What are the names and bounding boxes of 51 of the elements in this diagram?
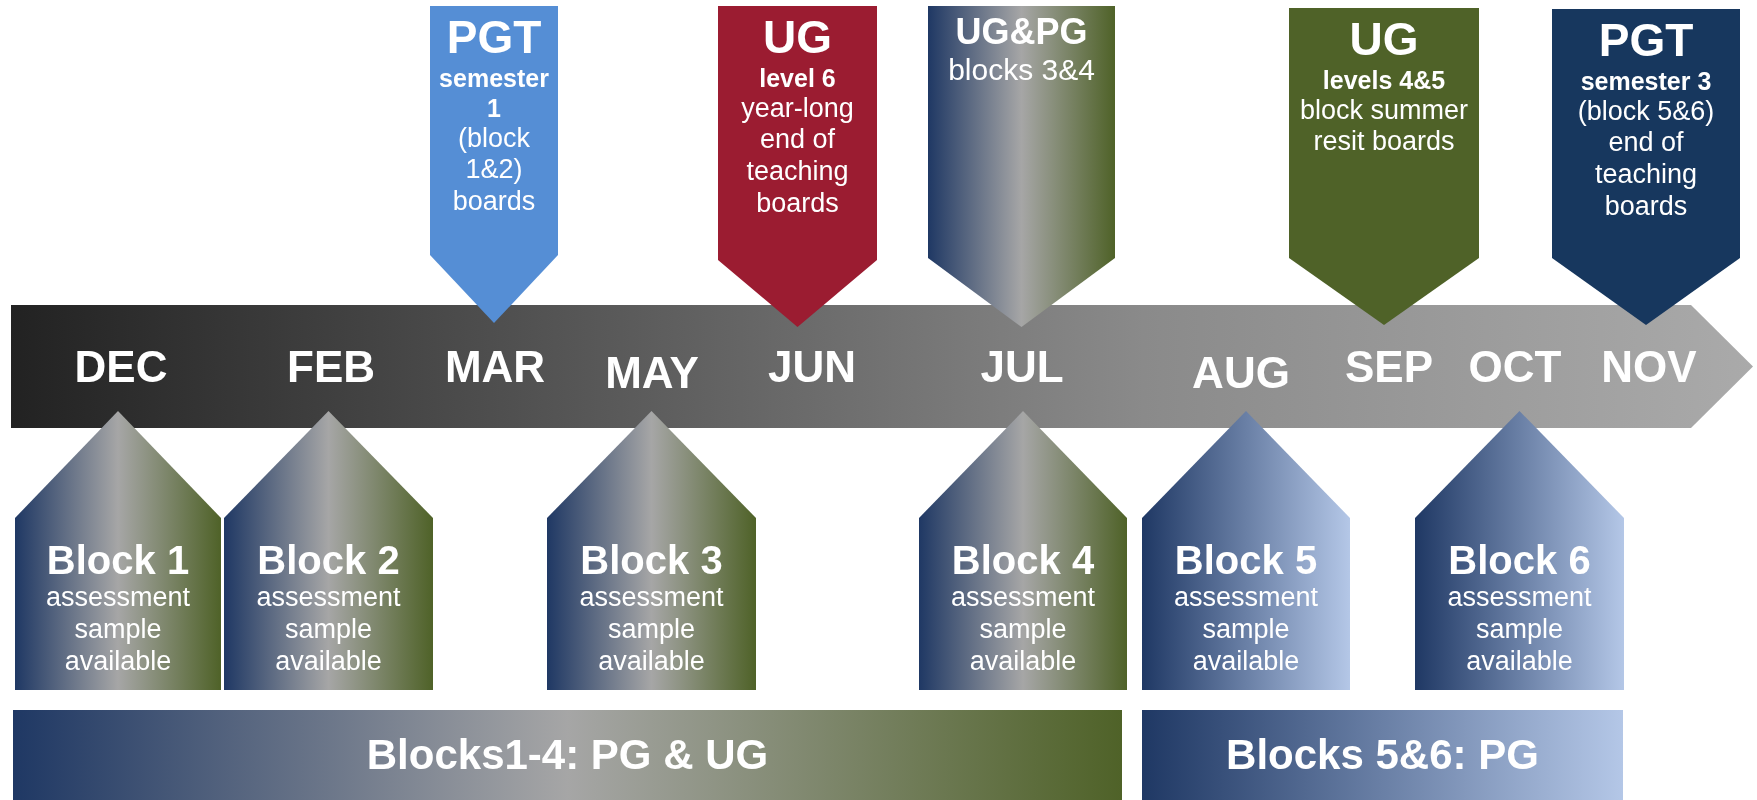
block-callout (224, 411, 433, 690)
callout-text: year-long end of teaching boards (740, 92, 855, 221)
callout-text: (block 1&2) boards (451, 122, 537, 219)
milestone-callout (928, 6, 1115, 327)
callout-heading: UG (763, 12, 832, 63)
block-callout (547, 411, 756, 690)
callout-heading: UG (1349, 14, 1419, 65)
callout-subheading: semester 3 (1580, 65, 1712, 96)
month-label: NOV (1601, 341, 1697, 392)
block-heading: Block 3 (580, 538, 723, 583)
period-bar (13, 710, 1122, 800)
block-heading: Block 2 (257, 538, 400, 583)
block-callout (919, 411, 1127, 690)
callout-heading: PGT (446, 12, 542, 63)
milestone-callout (718, 6, 877, 327)
month-label: FEB (287, 341, 375, 392)
callout-text: block summer resit boards (1298, 94, 1469, 159)
block-text: assessment sample available (578, 582, 725, 678)
month-label: SEP (1345, 341, 1433, 392)
block-heading: Block 5 (1174, 538, 1318, 583)
callout-text: blocks 3&4 (948, 51, 1095, 87)
milestone-callout (1552, 9, 1740, 325)
month-label: OCT (1468, 341, 1562, 392)
month-label: DEC (74, 341, 168, 392)
callout-subheading: semester 1 (438, 62, 550, 123)
block-heading: Block 1 (46, 538, 190, 583)
callout-text: (block 5&6) end of teaching boards (1576, 95, 1716, 224)
milestone-callout (430, 6, 558, 323)
block-callout (15, 411, 221, 690)
callout-subheading: level 6 (759, 62, 836, 93)
block-callout (1415, 411, 1624, 690)
callout-heading: UG&PG (955, 12, 1088, 52)
callout-heading: PGT (1598, 15, 1694, 66)
month-label: JUL (980, 341, 1064, 392)
block-text: assessment sample available (1446, 582, 1593, 678)
period-bar (1142, 710, 1623, 800)
block-callout (1142, 411, 1350, 690)
block-text: assessment sample available (1172, 582, 1320, 678)
month-label: JUN (768, 341, 856, 392)
block-text: assessment sample available (949, 582, 1097, 678)
month-label: MAY (605, 347, 699, 398)
milestone-callout (1289, 8, 1479, 325)
month-label: MAR (444, 341, 546, 392)
callout-subheading: levels 4&5 (1322, 64, 1446, 95)
month-label: AUG (1192, 347, 1290, 398)
block-heading: Block 6 (1448, 538, 1591, 583)
block-heading: Block 4 (951, 538, 1095, 583)
period-label: Blocks 5&6: PG (1226, 731, 1539, 779)
block-text: assessment sample available (44, 582, 192, 678)
block-text: assessment sample available (255, 582, 402, 678)
period-label: Blocks1-4: PG & UG (366, 731, 769, 779)
